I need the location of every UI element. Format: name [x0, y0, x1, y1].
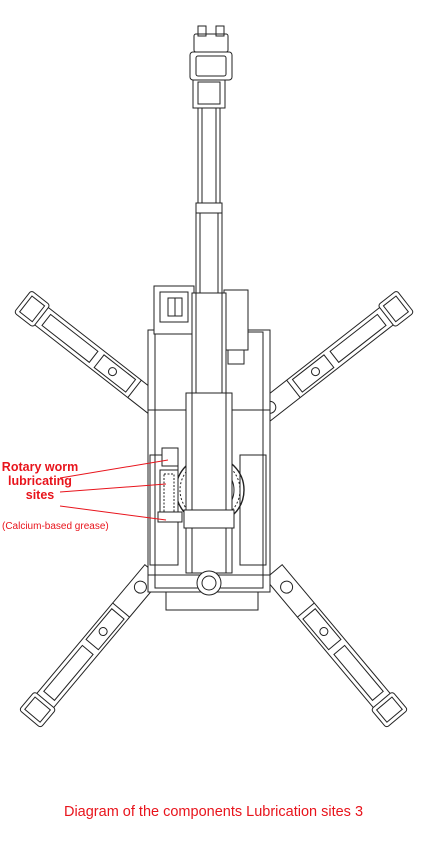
lubricant-note: (Calcium-based grease)	[2, 521, 109, 532]
rotary-worm	[157, 447, 183, 523]
callout-line-2: lubricating	[8, 474, 72, 488]
callout-line-3: sites	[25, 488, 55, 502]
boom-arm	[183, 77, 235, 596]
callout-leader-lines	[59, 459, 169, 521]
boom-head	[189, 25, 233, 81]
outrigger-leg-bottom-right	[264, 563, 408, 728]
outrigger-leg-top-right	[246, 291, 414, 430]
callout-line-1: Rotary worm	[1, 460, 79, 474]
diagram-caption: Diagram of the components Lubrication si…	[63, 804, 364, 820]
outrigger-leg-bottom-left	[19, 563, 163, 728]
lubrication-callout-label: Rotary worm lubricating sites	[0, 460, 80, 502]
cab-housing	[153, 285, 249, 365]
